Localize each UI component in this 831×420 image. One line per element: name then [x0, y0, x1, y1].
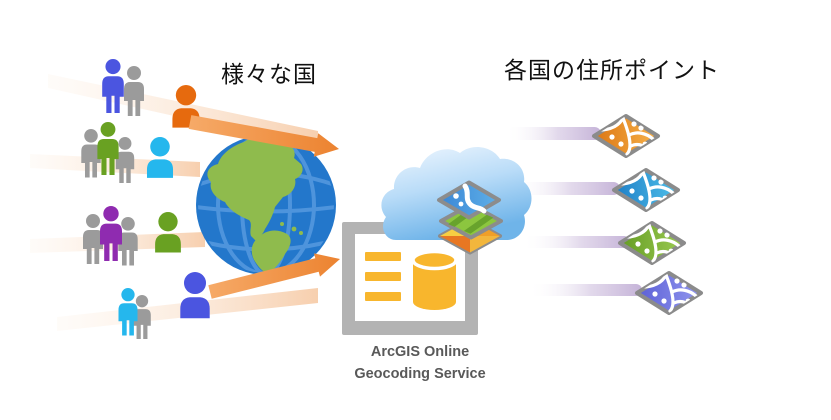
people-group-1 — [102, 59, 144, 116]
address-tiles — [592, 114, 703, 315]
outgoing-beams — [505, 127, 642, 296]
service-caption: ArcGIS Online Geocoding Service — [320, 341, 520, 385]
person-cyan-icon — [146, 137, 174, 178]
green-country-tile-icon — [618, 221, 686, 265]
people-group-4 — [118, 288, 151, 339]
database-icon — [411, 249, 458, 310]
blue-country-tile-icon — [612, 168, 680, 212]
person-gray-icon — [115, 137, 135, 183]
person-cyan-icon — [118, 288, 138, 336]
arrow-top-icon — [188, 115, 339, 157]
person-blue-icon — [102, 59, 124, 113]
globe-icon — [196, 135, 336, 275]
service-caption-line2: Geocoding Service — [354, 366, 486, 382]
person-blue-icon — [180, 272, 210, 319]
right-title: 各国の住所ポイント — [504, 57, 720, 83]
person-green-icon — [155, 212, 181, 253]
service-caption-line1: ArcGIS Online — [370, 344, 470, 360]
arrow-bottom-icon — [208, 253, 340, 299]
left-title: 様々な国 — [221, 61, 317, 87]
map-layers-icon — [437, 180, 503, 255]
beam-to-blue-tile — [513, 182, 620, 195]
purple-country-tile-icon — [635, 271, 703, 315]
list-lines-icon — [365, 252, 401, 301]
layer-map-icon — [437, 180, 501, 220]
people-group-2 — [81, 122, 135, 183]
beam-to-purple-tile — [528, 284, 642, 296]
beam-to-orange-tile — [505, 127, 601, 140]
beam-to-green-tile — [522, 236, 630, 248]
people-group-3 — [83, 206, 138, 266]
monitor-icon — [342, 222, 478, 335]
layer-green-icon — [439, 202, 503, 240]
person-purple-icon — [100, 206, 122, 261]
input-arrows — [188, 115, 340, 299]
orange-country-tile-icon — [592, 114, 660, 158]
